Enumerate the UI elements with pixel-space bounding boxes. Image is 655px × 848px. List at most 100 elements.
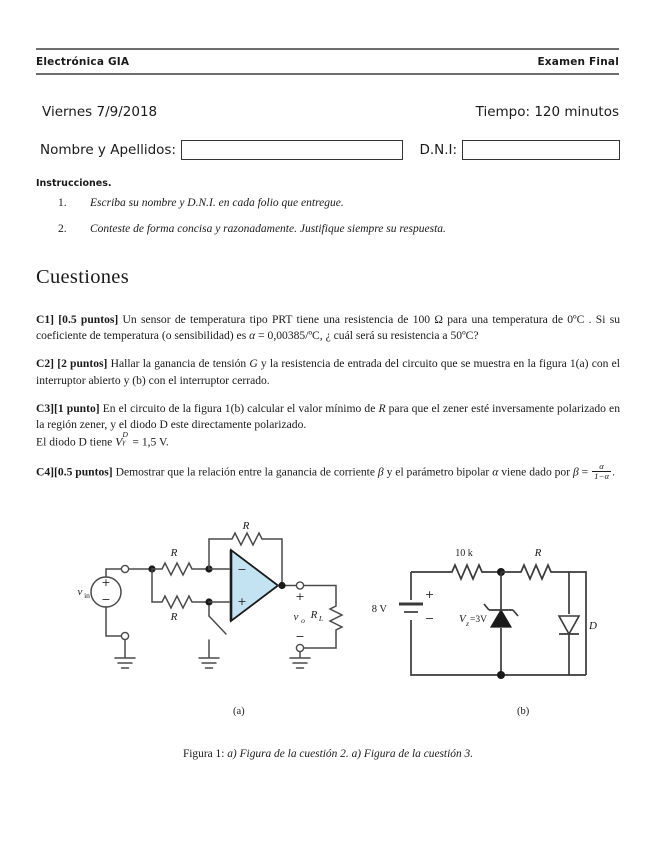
- instructions-list: 1. Escriba su nombre y D.N.I. en cada fo…: [36, 196, 619, 247]
- questions-container: C1] [0.5 puntos] Un sensor de temperatur…: [36, 300, 620, 493]
- instructions-title: Instrucciones.: [36, 178, 112, 189]
- question-c2-text-2: y la resistencia de entrada del circuito…: [36, 357, 620, 387]
- zener-cathode-bend-right: [512, 609, 519, 617]
- figure-caption-body: a) Figura de la cuestión 2. a) Figura de…: [227, 748, 474, 760]
- output-terminal-bottom: [295, 643, 305, 653]
- question-c1-text-3: , ¿ cuál será su resistencia a 50ºC?: [319, 329, 479, 343]
- output-terminal-top: [295, 581, 305, 590]
- right-outer-wire: [569, 571, 587, 675]
- name-field-label: Nombre y Apellidos:: [40, 142, 176, 158]
- resistance-variable: R: [378, 401, 386, 415]
- load-resistor-label: R: [310, 609, 318, 621]
- output-feedback-node: [278, 581, 286, 590]
- question-c3: C3][1 punto] En el circuito de la figura…: [36, 401, 620, 451]
- output-top-wire: [303, 584, 337, 603]
- exam-duration: Tiempo: 120 minutos: [475, 104, 619, 120]
- instruction-item: 1. Escriba su nombre y D.N.I. en cada fo…: [36, 196, 619, 212]
- question-c3-id: C3]: [36, 401, 55, 415]
- zener-label: V: [459, 613, 467, 625]
- fraction-numerator: α: [599, 461, 604, 472]
- resistor-r-symbol: [501, 562, 569, 582]
- circuit-a-svg: + − v in: [78, 520, 344, 669]
- question-c4-text-2: y el parámetro bipolar: [383, 465, 493, 479]
- battery-voltage-label: 8 V: [372, 604, 388, 615]
- ground-symbol-input: [114, 657, 136, 669]
- question-c2-text-1: Hallar la ganancia de tensión: [110, 357, 250, 371]
- dni-input[interactable]: [462, 140, 620, 160]
- question-c3-text-1: En el circuito de la figura 1(b) calcula…: [102, 401, 379, 415]
- figure-sublabel-b: (b): [517, 706, 530, 717]
- voltage-superscript-d: D: [122, 429, 128, 439]
- gain-variable: G: [249, 357, 258, 371]
- ohm-symbol: Ω: [434, 312, 443, 326]
- exam-meta-row: Viernes 7/9/2018 Tiempo: 120 minutos: [42, 104, 619, 120]
- voltage-subscript-gamma: γ: [122, 436, 126, 446]
- question-c2-points: [2 puntos]: [57, 357, 108, 371]
- question-c1-text-1: Un sensor de temperatura tipo PRT tiene …: [122, 312, 435, 326]
- identity-fields-row: Nombre y Apellidos: D.N.I:: [40, 140, 620, 160]
- exam-date: Viernes 7/9/2018: [42, 104, 158, 120]
- output-minus-sign: −: [295, 630, 304, 643]
- resistor-r-bottom-label: R: [170, 611, 178, 623]
- zener-bottom-node: [497, 671, 505, 679]
- resistor-r-top-symbol: [151, 561, 210, 577]
- equals-sign: =: [578, 465, 592, 479]
- ground-symbol-output: [289, 657, 311, 669]
- instruction-text: Escriba su nombre y D.N.I. en cada folio…: [90, 197, 344, 209]
- ground-symbol-switch: [198, 657, 220, 669]
- question-c4: C4][0.5 puntos] Demostrar que la relació…: [36, 461, 620, 482]
- feedback-resistor-label: R: [242, 520, 250, 532]
- input-terminal-top: [120, 564, 130, 574]
- header-rule-top: [36, 48, 619, 50]
- output-bottom-wire: [303, 633, 337, 649]
- voltage-variable: V: [115, 435, 123, 449]
- resistor-r-bottom-symbol: [151, 594, 210, 610]
- beta-symbol-formula: β: [573, 465, 579, 479]
- figure-sublabel-a: (a): [233, 706, 245, 717]
- instruction-item: 2. Conteste de forma concisa y razonadam…: [36, 222, 619, 238]
- figure-caption-lead: Figura 1:: [182, 748, 228, 760]
- load-resistor-symbol: [328, 601, 344, 635]
- opamp-triangle: [230, 548, 280, 623]
- question-c4-text-1: Demostrar que la relación entre la ganan…: [115, 465, 378, 479]
- source-label: v: [78, 586, 83, 598]
- load-resistor-subscript: L: [318, 614, 323, 623]
- instruction-number: 2.: [58, 222, 67, 235]
- source-top-wire: [105, 568, 122, 578]
- instruction-text: Conteste de forma concisa y razonadament…: [90, 222, 446, 235]
- source-minus-sign: −: [101, 593, 110, 606]
- source-bottom-wire: [105, 606, 122, 637]
- bottom-return-wire: [410, 620, 586, 676]
- figure-caption: Figura 1: a) Figura de la cuestión 2. a)…: [36, 748, 620, 760]
- switch-blade[interactable]: [208, 615, 227, 635]
- zener-cathode-bend-left: [483, 603, 490, 611]
- header-rule-bottom: [36, 73, 619, 75]
- dni-field-label: D.N.I:: [419, 142, 458, 158]
- question-c3-line2-2: = 1,5 V.: [129, 435, 169, 449]
- battery-minus-sign: −: [425, 612, 434, 625]
- circuit-diagram-b: + − 8 V 10 k V z =3V: [372, 542, 616, 697]
- alpha-symbol: α: [249, 329, 256, 343]
- question-c4-points: [0.5 puntos]: [54, 465, 113, 479]
- question-c1-points: [0.5 puntos]: [58, 312, 119, 326]
- battery-plus-sign: +: [425, 588, 434, 601]
- circuit-b-svg: + − 8 V 10 k V z =3V: [372, 547, 597, 679]
- question-c4-id: C4]: [36, 465, 55, 479]
- input-terminal-bottom: [120, 631, 130, 641]
- source-plus-sign: +: [101, 576, 110, 589]
- header-row: Electrónica GIA Examen Final: [36, 50, 619, 73]
- resistor-r-label: R: [534, 547, 542, 559]
- fraction-denominator: 1−α: [592, 471, 612, 482]
- output-label-subscript: o: [301, 616, 305, 625]
- question-c2: C2] [2 puntos] Hallar la ganancia de ten…: [36, 356, 620, 389]
- name-input[interactable]: [180, 140, 404, 160]
- zener-diode-triangle: [489, 608, 513, 628]
- zener-voltage-value: =3V: [470, 615, 487, 625]
- page-section-title: Cuestiones: [36, 266, 129, 288]
- source-label-subscript: in: [84, 591, 90, 600]
- diode-d-label: D: [588, 620, 597, 632]
- diode-d-triangle: [557, 615, 581, 636]
